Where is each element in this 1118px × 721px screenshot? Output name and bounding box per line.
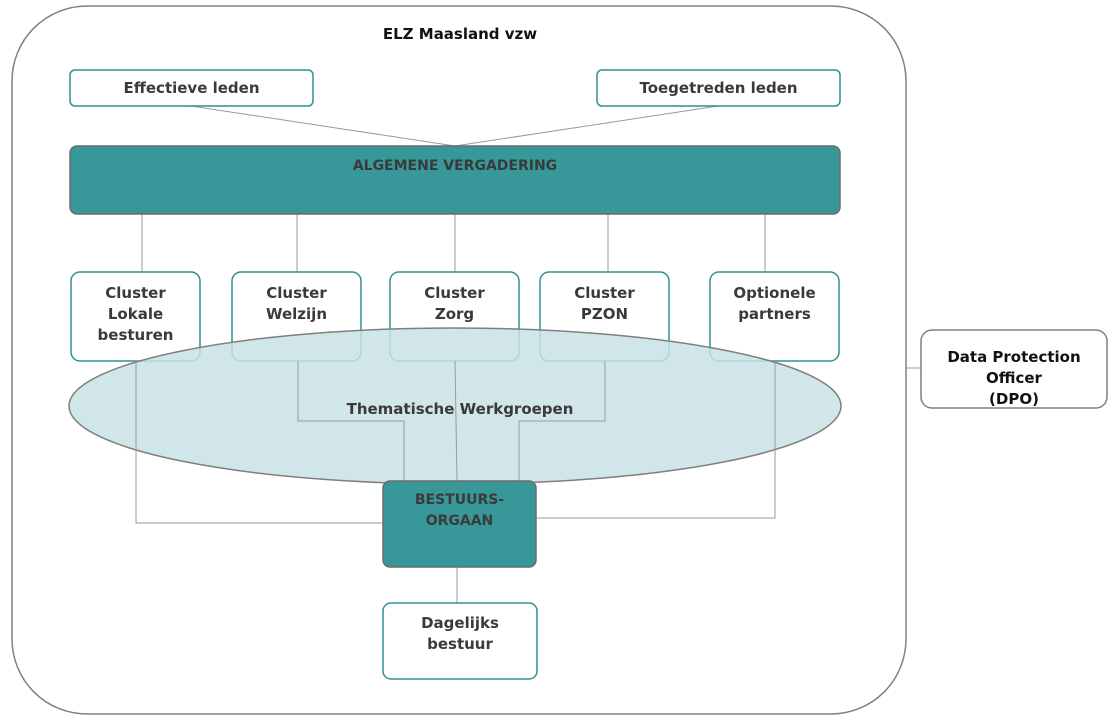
dpo-label: Data Protection Officer (DPO) <box>947 348 1081 408</box>
diagram-title: ELZ Maasland vzw <box>382 24 538 43</box>
general-assembly-bar <box>69 145 841 215</box>
cluster-label-pzon: Cluster PZON <box>574 284 635 323</box>
daily-board-box <box>382 602 538 680</box>
board-box <box>382 480 537 568</box>
general-assembly-label: ALGEMENE VERGADERING <box>352 157 558 174</box>
effective-members-label: Effectieve leden <box>123 78 260 97</box>
joined-members-label: Toegetreden leden <box>639 78 798 97</box>
cluster-label-optionele-partners: Optionele partners <box>733 284 816 323</box>
working-groups-label: Thematische Werkgroepen <box>346 399 574 418</box>
cluster-label-zorg: Cluster Zorg <box>424 284 485 323</box>
assembly-cluster-connectors <box>141 214 766 272</box>
cluster-label-welzijn: Cluster Welzijn <box>265 284 328 323</box>
joined-members-box <box>596 69 841 107</box>
cluster-label-lokale-besturen: Cluster Lokale besturen <box>97 284 174 344</box>
dpo-box <box>920 329 1108 409</box>
member-connectors <box>190 105 719 147</box>
board-label: BESTUURS- ORGAAN <box>414 492 505 529</box>
daily-board-label: Dagelijks bestuur <box>421 614 499 653</box>
effective-members-box <box>69 69 314 107</box>
cluster-board-connectors <box>135 360 921 603</box>
